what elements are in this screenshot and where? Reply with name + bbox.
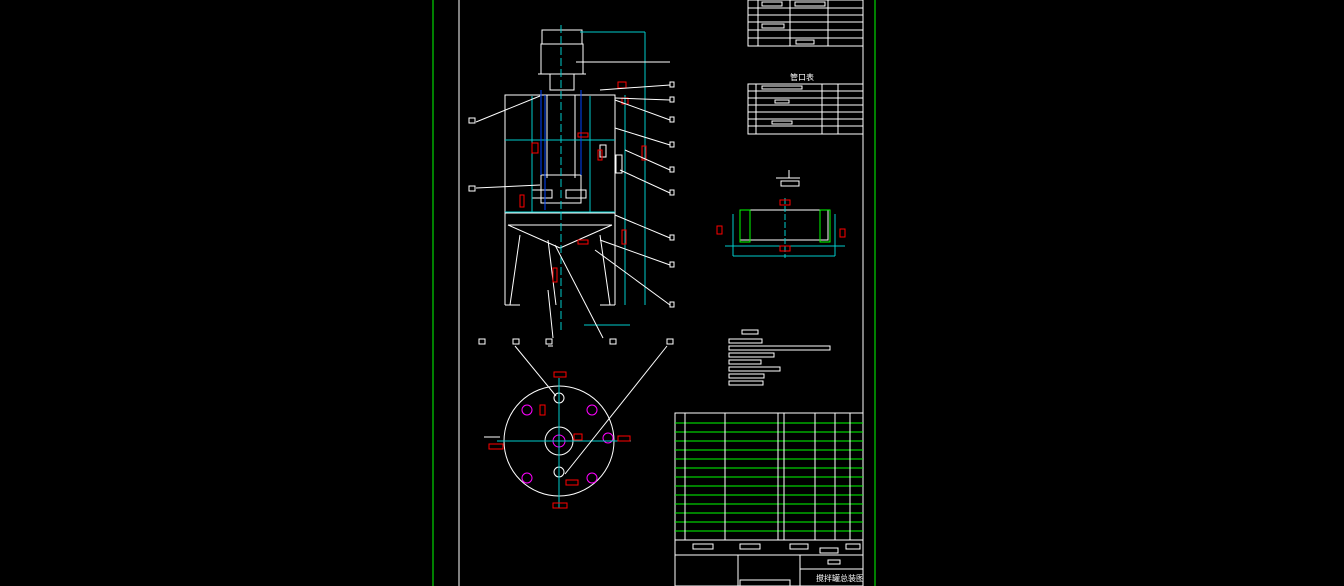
nozzle-table	[747, 83, 864, 135]
centerlines	[505, 25, 646, 330]
leader-lines	[475, 61, 671, 339]
item-balloons	[468, 81, 675, 345]
flange-detail	[716, 170, 846, 258]
parts-table-top	[747, 0, 864, 47]
tank-plan-view	[484, 345, 668, 509]
bill-of-materials	[674, 412, 864, 586]
dimension-marks	[519, 81, 647, 283]
title-block-name: 搅拌罐总装图	[816, 573, 864, 583]
tank-elevation	[504, 29, 623, 306]
technical-notes	[728, 329, 831, 386]
drawing-frame	[432, 0, 876, 586]
nozzle-table-title: 管口表	[790, 72, 814, 82]
